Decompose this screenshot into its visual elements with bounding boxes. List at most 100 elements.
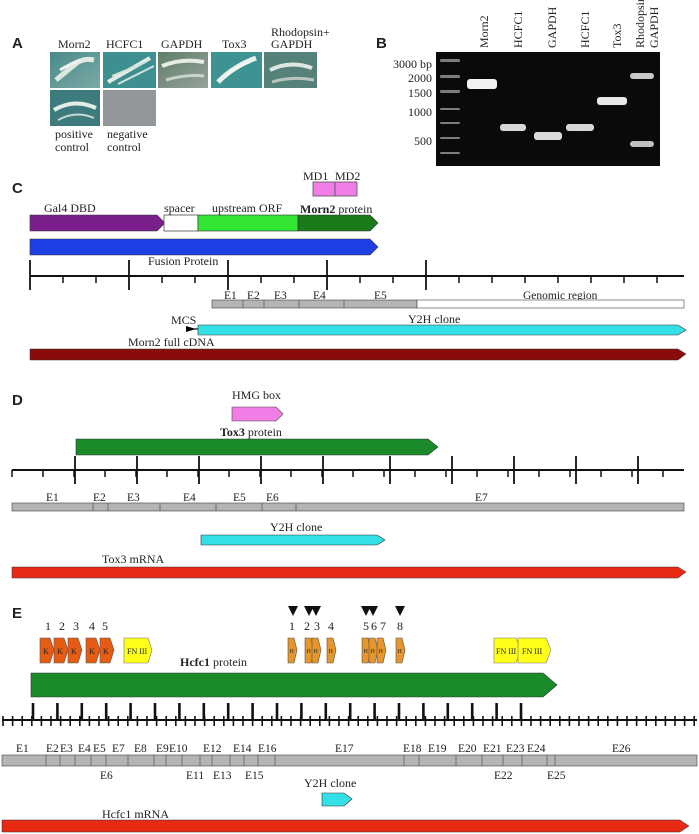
hcf-shape <box>376 637 387 664</box>
ladder-1000: 1000 <box>408 105 432 119</box>
exon-label-e4: E4 <box>313 290 326 302</box>
kelch-shape <box>39 637 55 664</box>
exon-label-e1: E1 <box>224 290 237 302</box>
band-hcfc1-1 <box>500 124 526 131</box>
h-number-1: 1 <box>289 619 295 633</box>
kelch-shape <box>99 637 115 664</box>
negative-control-label-2: control <box>107 140 142 154</box>
positive-control-label: positive <box>55 127 93 141</box>
hcfc1-mrna-label: Hcfc1 mRNA <box>102 807 169 821</box>
lane-label-tox3: Tox3 <box>610 24 624 49</box>
morn2-protein-word: protein <box>338 202 372 216</box>
scale-ticks-d <box>11 456 664 484</box>
hcf-shape <box>326 637 337 664</box>
fn-label-1: FN III <box>127 647 148 656</box>
hcf-repeat-markers <box>288 606 405 616</box>
negative-control-label: negative <box>107 127 148 141</box>
spacer-box <box>163 214 199 232</box>
hcfc1-mrna-arrow <box>1 819 690 833</box>
md1-domain <box>312 181 336 197</box>
lane-label-hcfc1: HCFC1 <box>511 11 525 48</box>
h-number-4: 4 <box>328 619 334 633</box>
hcfc1-bold: Hcfc1 <box>180 655 210 669</box>
kelch-domain: K <box>85 637 101 664</box>
lane-label-hcfc1-2: HCFC1 <box>578 11 592 48</box>
morn2-protein-label: Morn2 protein <box>300 202 372 216</box>
spacer-label: spacer <box>164 201 195 215</box>
plate-label-rhodopsin: Rhodopsin+ <box>271 25 330 39</box>
band-morn2 <box>467 79 497 89</box>
tox3-exon-e3: E3 <box>127 492 140 504</box>
h-number-6: 6 <box>371 619 377 633</box>
hcfc1-exon-e16: E16 <box>258 743 277 755</box>
hcfc1-exon-labels: E1 E2 E3 E4 E5 E7 E8 E9 E10 E12 E14 E16 … <box>16 743 631 782</box>
kelch-shape <box>53 637 69 664</box>
tox3-protein-word: protein <box>248 425 282 439</box>
lane-label-gapdh: GAPDH <box>545 6 559 48</box>
hcfc1-exon-e17: E17 <box>335 743 354 755</box>
ladder-1500: 1500 <box>408 86 432 100</box>
plate-positive-control <box>50 90 100 126</box>
hcfc1-exon-e21: E21 <box>483 743 502 755</box>
hcf-domain: H <box>368 637 379 664</box>
y2h-clone-arrow-e <box>321 792 353 807</box>
kelch-label: K <box>103 647 109 656</box>
hcf-label: H <box>329 649 334 655</box>
band-rhodopsin <box>630 73 654 79</box>
hmg-box-arrow <box>231 406 284 422</box>
h-number-3: 3 <box>314 619 320 633</box>
positive-control-label-2: control <box>55 140 90 154</box>
hcf-shape <box>395 637 406 664</box>
kelch-label: K <box>57 647 63 656</box>
hcfc1-exon-e12: E12 <box>203 743 222 755</box>
ladder-bands <box>440 59 460 154</box>
fn-domain-3: FN III <box>517 637 552 664</box>
y2h-clone-arrow-d <box>200 534 386 546</box>
hmg-box-label: HMG box <box>232 388 281 402</box>
band-gapdh <box>534 132 562 140</box>
k-number-3: 3 <box>73 619 79 633</box>
exon-dividers-c <box>242 300 345 308</box>
hcfc1-exon-e5: E5 <box>93 743 106 755</box>
hcfc1-exon-e7: E7 <box>112 743 125 755</box>
hcfc1-protein-word: protein <box>213 655 247 669</box>
fusion-protein-arrow <box>29 238 379 256</box>
lane-label-rhodopsin-gapdh: GAPDH <box>647 6 661 48</box>
exon-label-e5: E5 <box>374 290 387 302</box>
plate-label-tox3: Tox3 <box>222 37 247 51</box>
panel-b: B 3000 bp 2000 1500 1000 500 Morn2 <box>376 0 661 166</box>
hcfc1-exon-e3: E3 <box>60 743 73 755</box>
kelch-domain: K <box>39 637 55 664</box>
kelch-shape <box>67 637 83 664</box>
hcf-label: H <box>307 649 312 655</box>
tox3-mrna-label: Tox3 mRNA <box>102 552 164 566</box>
k-number-4: 4 <box>89 619 95 633</box>
k-number-2: 2 <box>59 619 65 633</box>
lane-label-rhodopsin: Rhodopsin + <box>633 0 647 48</box>
hcf-shape <box>368 637 379 664</box>
exon-dividers-e <box>45 755 556 766</box>
plate-label-morn2: Morn2 <box>58 37 91 51</box>
kelch-domain: K <box>99 637 115 664</box>
plate-morn2 <box>50 52 100 88</box>
genomic-region-label: Genomic region <box>523 290 598 302</box>
hcfc1-exon-e6: E6 <box>100 770 113 782</box>
kelch-label: K <box>89 647 95 656</box>
tox3-exon-e5: E5 <box>233 492 246 504</box>
panel-e-letter: E <box>12 605 22 622</box>
hcf-domain: H <box>326 637 337 664</box>
y2h-clone-arrow-c <box>197 324 687 336</box>
gal4-label: Gal4 DBD <box>44 201 96 215</box>
upstream-orf-label: upstream ORF <box>212 201 283 215</box>
fn-domain-1: FN III <box>123 637 153 664</box>
hcfc1-exon-e8: E8 <box>134 743 147 755</box>
hcf-domain: H <box>311 637 322 664</box>
ladder-2000: 2000 <box>408 71 432 85</box>
morn2-bold: Morn2 <box>300 202 335 216</box>
hcf-label: H <box>314 649 319 655</box>
exon-dividers-d <box>92 503 297 511</box>
mcs-label: MCS <box>171 313 196 327</box>
y2h-clone-label-d: Y2H clone <box>270 520 322 534</box>
